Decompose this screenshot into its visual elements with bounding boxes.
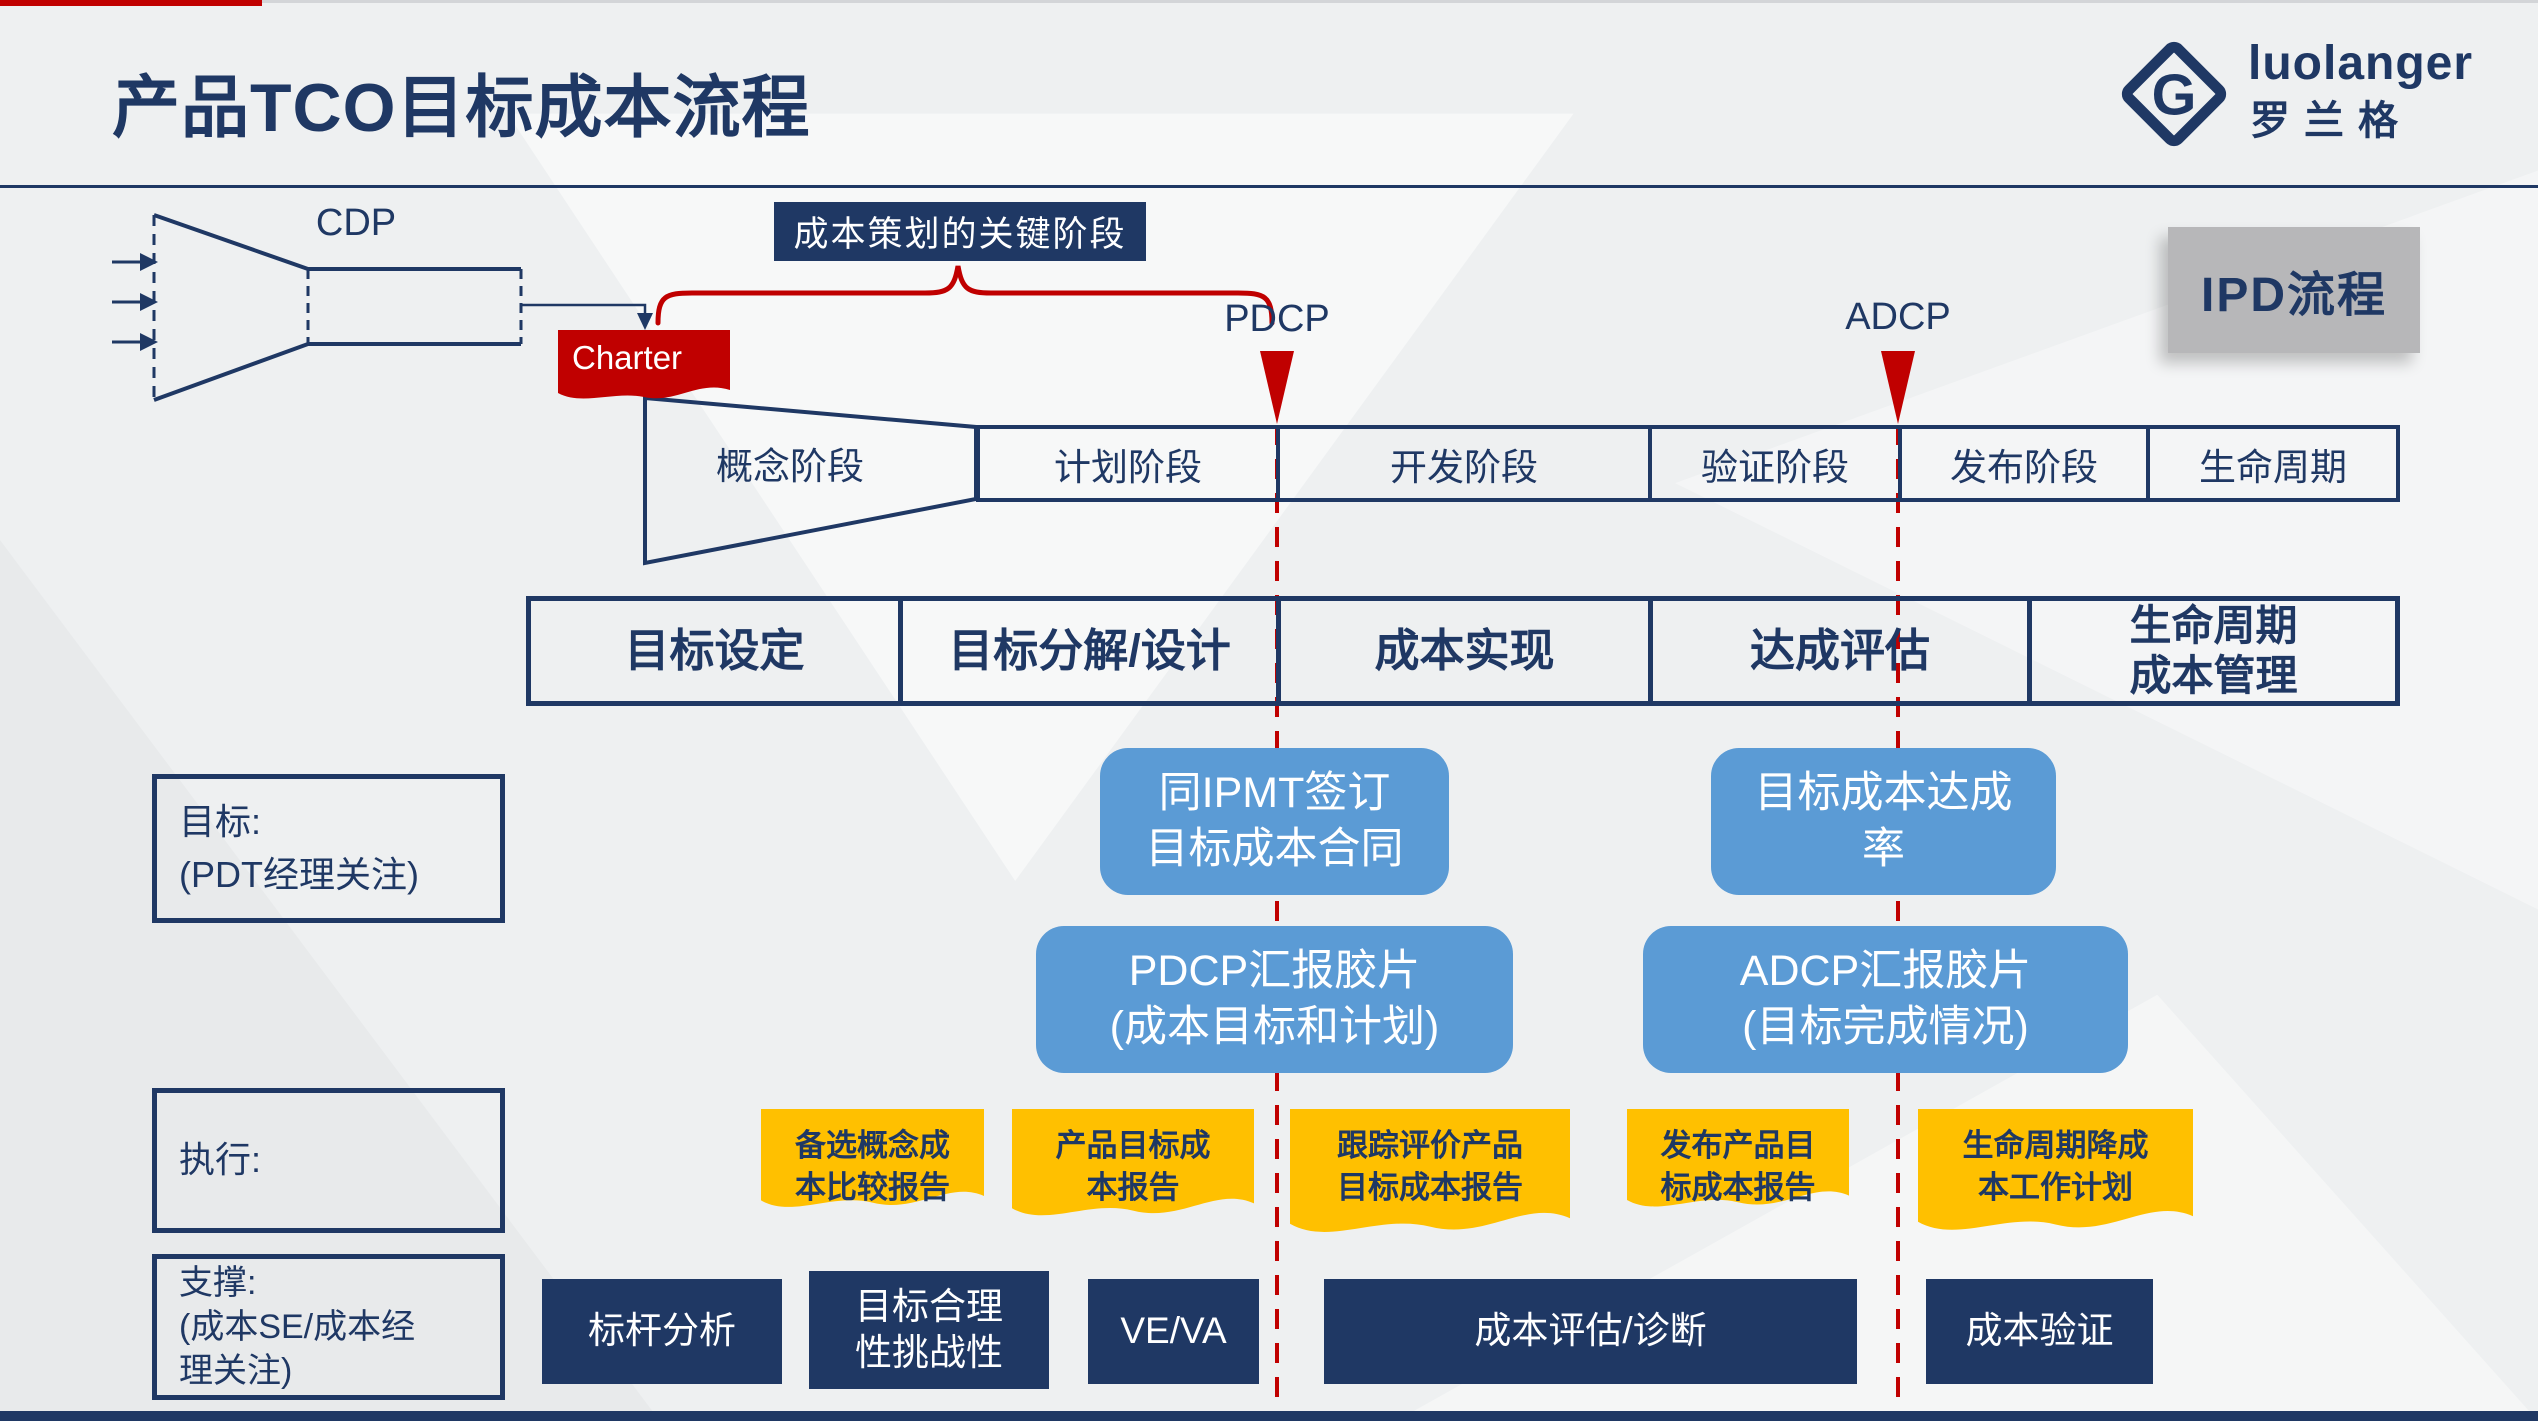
bottom-accent-strip: [0, 1411, 2538, 1421]
ipd-phase-lifecycle: 生命周期: [2146, 425, 2400, 502]
lane-goal-label: 目标: (PDT经理关注): [152, 774, 505, 923]
cdp-label: CDP: [315, 202, 397, 244]
exec-deliverable-concept-compare: 备选概念成 本比较报告: [761, 1109, 984, 1233]
company-logo: G luolanger 罗兰格: [2114, 30, 2514, 160]
ipmt-contract-card: 同IPMT签订 目标成本合同: [1100, 748, 1449, 895]
flag-shape: [1918, 1109, 2193, 1230]
flag-shape: [761, 1109, 984, 1207]
page-title: 产品TCO目标成本流程: [112, 70, 811, 146]
deliverable-text: 生命周期降成 本工作计划: [1962, 1128, 2149, 1205]
deliverable-text: 发布产品目 标成本报告: [1660, 1128, 1816, 1205]
logo-monogram: G: [2152, 63, 2197, 127]
exec-deliverable-target-cost-report: 产品目标成 本报告: [1012, 1109, 1254, 1233]
support-cost-eval-diagnosis: 成本评估/诊断: [1324, 1279, 1857, 1384]
cost-phase-target-setting: 目标设定: [526, 596, 903, 706]
pdcp-marker-icon: [1260, 351, 1294, 424]
charter-connector-arrow: [521, 303, 653, 330]
support-cost-verification: 成本验证: [1926, 1279, 2153, 1384]
deliverable-text: 跟踪评价产品 目标成本报告: [1337, 1128, 1523, 1205]
charter-ribbon: Charter: [558, 330, 730, 410]
flag-shape: [1012, 1109, 1254, 1216]
lane-support-label: 支撑: (成本SE/成本经 理关注): [152, 1254, 505, 1400]
flag-shape: [1627, 1109, 1849, 1207]
key-phase-brace: [655, 265, 1275, 326]
cost-phase-realization: 成本实现: [1276, 596, 1653, 706]
pdcp-report-card: PDCP汇报胶片 (成本目标和计划): [1036, 926, 1513, 1073]
red-corner-accent: [0, 0, 262, 6]
ipd-phase-release: 发布阶段: [1898, 425, 2150, 502]
logo-brand-text: luolanger: [2248, 37, 2474, 90]
adcp-report-card: ADCP汇报胶片 (目标完成情况): [1643, 926, 2128, 1073]
pdcp-label: PDCP: [1224, 298, 1330, 340]
lane-exec-label: 执行:: [152, 1088, 505, 1233]
key-phase-banner: 成本策划的关键阶段: [774, 202, 1146, 261]
deliverable-text: 备选概念成 本比较报告: [795, 1128, 950, 1205]
ipd-phase-develop: 开发阶段: [1276, 425, 1652, 502]
ipd-phase-concept: 概念阶段: [716, 446, 864, 487]
logo-diamond-icon: G: [2121, 41, 2227, 147]
charter-label: Charter: [572, 339, 683, 376]
header-divider: [0, 185, 2538, 188]
exec-deliverable-release-report: 发布产品目 标成本报告: [1627, 1109, 1849, 1233]
exec-deliverable-lifecycle-plan: 生命周期降成 本工作计划: [1918, 1109, 2193, 1233]
exec-deliverable-track-eval-report: 跟踪评价产品 目标成本报告: [1290, 1109, 1570, 1233]
deliverable-text: 产品目标成 本报告: [1055, 1128, 1211, 1205]
flag-shape: [1290, 1109, 1570, 1232]
adcp-label: ADCP: [1845, 296, 1951, 338]
ipd-phase-verify: 验证阶段: [1648, 425, 1902, 502]
support-target-rationality: 目标合理 性挑战性: [809, 1271, 1049, 1389]
cost-phase-lifecycle-mgmt: 生命周期 成本管理: [2027, 596, 2400, 706]
achieve-rate-card: 目标成本达成 率: [1711, 748, 2056, 895]
adcp-marker-icon: [1881, 351, 1915, 424]
cost-phase-achievement-eval: 达成评估: [1648, 596, 2032, 706]
logo-brand-cn-text: 罗兰格: [2250, 99, 2412, 143]
ipd-phase-plan: 计划阶段: [976, 425, 1280, 502]
support-ve-va: VE/VA: [1088, 1279, 1259, 1384]
slide-top-edge: [0, 0, 2538, 3]
input-arrow-icon: [112, 253, 158, 351]
ipd-process-badge: IPD流程: [2168, 227, 2420, 353]
cost-phase-breakdown-design: 目标分解/设计: [898, 596, 1281, 706]
support-benchmark-analysis: 标杆分析: [542, 1279, 782, 1384]
